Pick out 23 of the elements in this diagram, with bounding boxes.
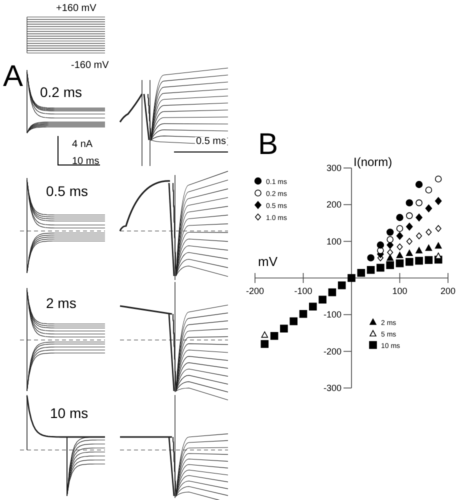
panel-text: 0.5 ms [195, 137, 228, 147]
y-tick-label: 200 [326, 200, 342, 210]
y-tick-label: -200 [323, 346, 342, 356]
panel-text: A [3, 62, 24, 92]
panel-text: 0.2 ms [40, 83, 82, 102]
y-tick-label: -100 [323, 310, 342, 320]
x-tick-label: -100 [294, 286, 312, 296]
y-tick-label: 100 [326, 236, 342, 246]
panel-text: 2 ms [46, 294, 76, 313]
x-tick-label: 100 [392, 286, 408, 296]
panel-text: 4 nA [72, 138, 93, 152]
x-tick-label: 200 [440, 286, 456, 296]
y-tick-label: 300 [326, 163, 342, 173]
y-tick-label: -300 [323, 383, 342, 393]
x-tick-label: -200 [246, 286, 264, 296]
x-axis-label: mV [258, 254, 278, 269]
y-axis-label: I(norm) [354, 155, 392, 169]
panel-text: 10 ms [50, 404, 88, 423]
panel-text: 0.5 ms [46, 182, 88, 201]
panel-text: +160 mV [56, 2, 96, 16]
panel-text: 10 ms [72, 155, 100, 169]
panel-text: B [258, 130, 278, 160]
panel-text: -160 mV [71, 59, 109, 73]
